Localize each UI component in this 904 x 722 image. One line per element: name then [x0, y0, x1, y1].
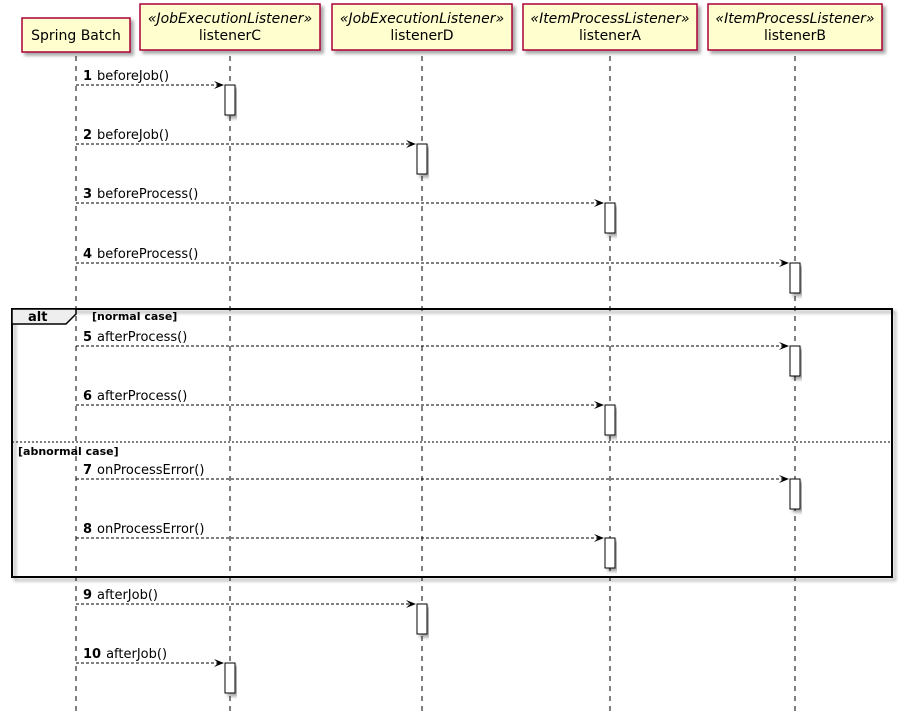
arrowhead-icon: [214, 81, 224, 89]
message-label: 9 afterJob(): [83, 588, 158, 603]
message-text: afterJob(): [97, 588, 158, 603]
arrowhead-icon: [594, 401, 604, 409]
message-label: 1 beforeJob(): [83, 69, 169, 84]
alt-guard-normal: [normal case]: [92, 310, 177, 323]
message-label: 6 afterProcess(): [83, 389, 187, 404]
activation-bar: [789, 478, 801, 510]
message-text: beforeProcess(): [97, 247, 198, 262]
activation-bar: [789, 262, 801, 294]
participant-stereotype: «ItemProcessListener»: [715, 11, 874, 27]
activation-bar: [789, 345, 801, 377]
arrowhead-icon: [594, 199, 604, 207]
message-1: 1 beforeJob(): [76, 69, 224, 89]
alt-guard-abnormal: [abnormal case]: [18, 445, 119, 458]
alt-label: alt: [28, 310, 47, 325]
participant-name: listenerC: [199, 28, 261, 44]
message-text: onProcessError(): [97, 463, 204, 478]
message-10: 10 afterJob(): [76, 647, 224, 667]
activation-bar: [604, 404, 616, 436]
message-text: afterProcess(): [97, 330, 187, 345]
participant-stereotype: «JobExecutionListener»: [148, 11, 312, 27]
message-label: 3 beforeProcess(): [83, 187, 198, 202]
message-8: 8 onProcessError(): [76, 522, 604, 542]
message-text: afterJob(): [106, 647, 167, 662]
message-number: 10: [83, 647, 101, 662]
arrowhead-icon: [406, 600, 416, 608]
message-5: 5 afterProcess(): [76, 330, 789, 350]
arrowhead-icon: [594, 534, 604, 542]
participant-stereotype: «ItemProcessListener»: [530, 11, 689, 27]
message-label: 10 afterJob(): [83, 647, 167, 662]
message-text: beforeJob(): [97, 128, 169, 143]
message-number: 7: [83, 463, 92, 478]
message-label: 5 afterProcess(): [83, 330, 187, 345]
arrowhead-icon: [779, 342, 789, 350]
participant-A: «ItemProcessListener»listenerA: [522, 3, 698, 51]
activation-bar: [416, 603, 428, 635]
activation-bar: [416, 143, 428, 175]
arrowhead-icon: [406, 140, 416, 148]
message-number: 6: [83, 389, 92, 404]
message-text: beforeProcess(): [97, 187, 198, 202]
message-7: 7 onProcessError(): [76, 463, 789, 483]
lifelines: [75, 56, 796, 712]
participants: Spring Batch«JobExecutionListener»listen…: [21, 3, 883, 53]
arrowhead-icon: [779, 475, 789, 483]
message-label: 7 onProcessError(): [83, 463, 204, 478]
alt-tab: [11, 308, 77, 325]
participant-B: «ItemProcessListener»listenerB: [707, 3, 883, 51]
message-3: 3 beforeProcess(): [76, 187, 604, 207]
message-6: 6 afterProcess(): [76, 389, 604, 409]
activation-bar: [604, 537, 616, 569]
message-text: afterProcess(): [97, 389, 187, 404]
message-number: 9: [83, 588, 92, 603]
message-4: 4 beforeProcess(): [76, 247, 789, 267]
participant-batch: Spring Batch: [21, 17, 131, 53]
message-2: 2 beforeJob(): [76, 128, 416, 148]
messages: 1 beforeJob() 2 beforeJob() 3 beforeProcess()…: [76, 69, 789, 667]
message-number: 8: [83, 522, 92, 537]
activation-bar: [604, 202, 616, 234]
message-text: beforeJob(): [97, 69, 169, 84]
participant-name: Spring Batch: [31, 28, 121, 44]
participant-C: «JobExecutionListener»listenerC: [139, 3, 321, 51]
alt-fragment: alt [normal case] [abnormal case]: [11, 308, 893, 578]
activations: [224, 84, 801, 694]
message-number: 2: [83, 128, 92, 143]
activation-bar: [224, 84, 236, 116]
message-label: 8 onProcessError(): [83, 522, 204, 537]
message-number: 4: [83, 247, 92, 262]
arrowhead-icon: [214, 659, 224, 667]
message-label: 2 beforeJob(): [83, 128, 169, 143]
message-number: 1: [83, 69, 92, 84]
message-9: 9 afterJob(): [76, 588, 416, 608]
participant-stereotype: «JobExecutionListener»: [340, 11, 504, 27]
message-label: 4 beforeProcess(): [83, 247, 198, 262]
participant-name: listenerA: [579, 28, 641, 44]
arrowhead-icon: [779, 259, 789, 267]
participant-name: listenerB: [764, 28, 826, 44]
activation-bar: [224, 662, 236, 694]
participant-D: «JobExecutionListener»listenerD: [331, 3, 513, 51]
message-number: 5: [83, 330, 92, 345]
message-number: 3: [83, 187, 92, 202]
alt-frame: [11, 308, 893, 578]
participant-name: listenerD: [390, 28, 453, 44]
message-text: onProcessError(): [97, 522, 204, 537]
